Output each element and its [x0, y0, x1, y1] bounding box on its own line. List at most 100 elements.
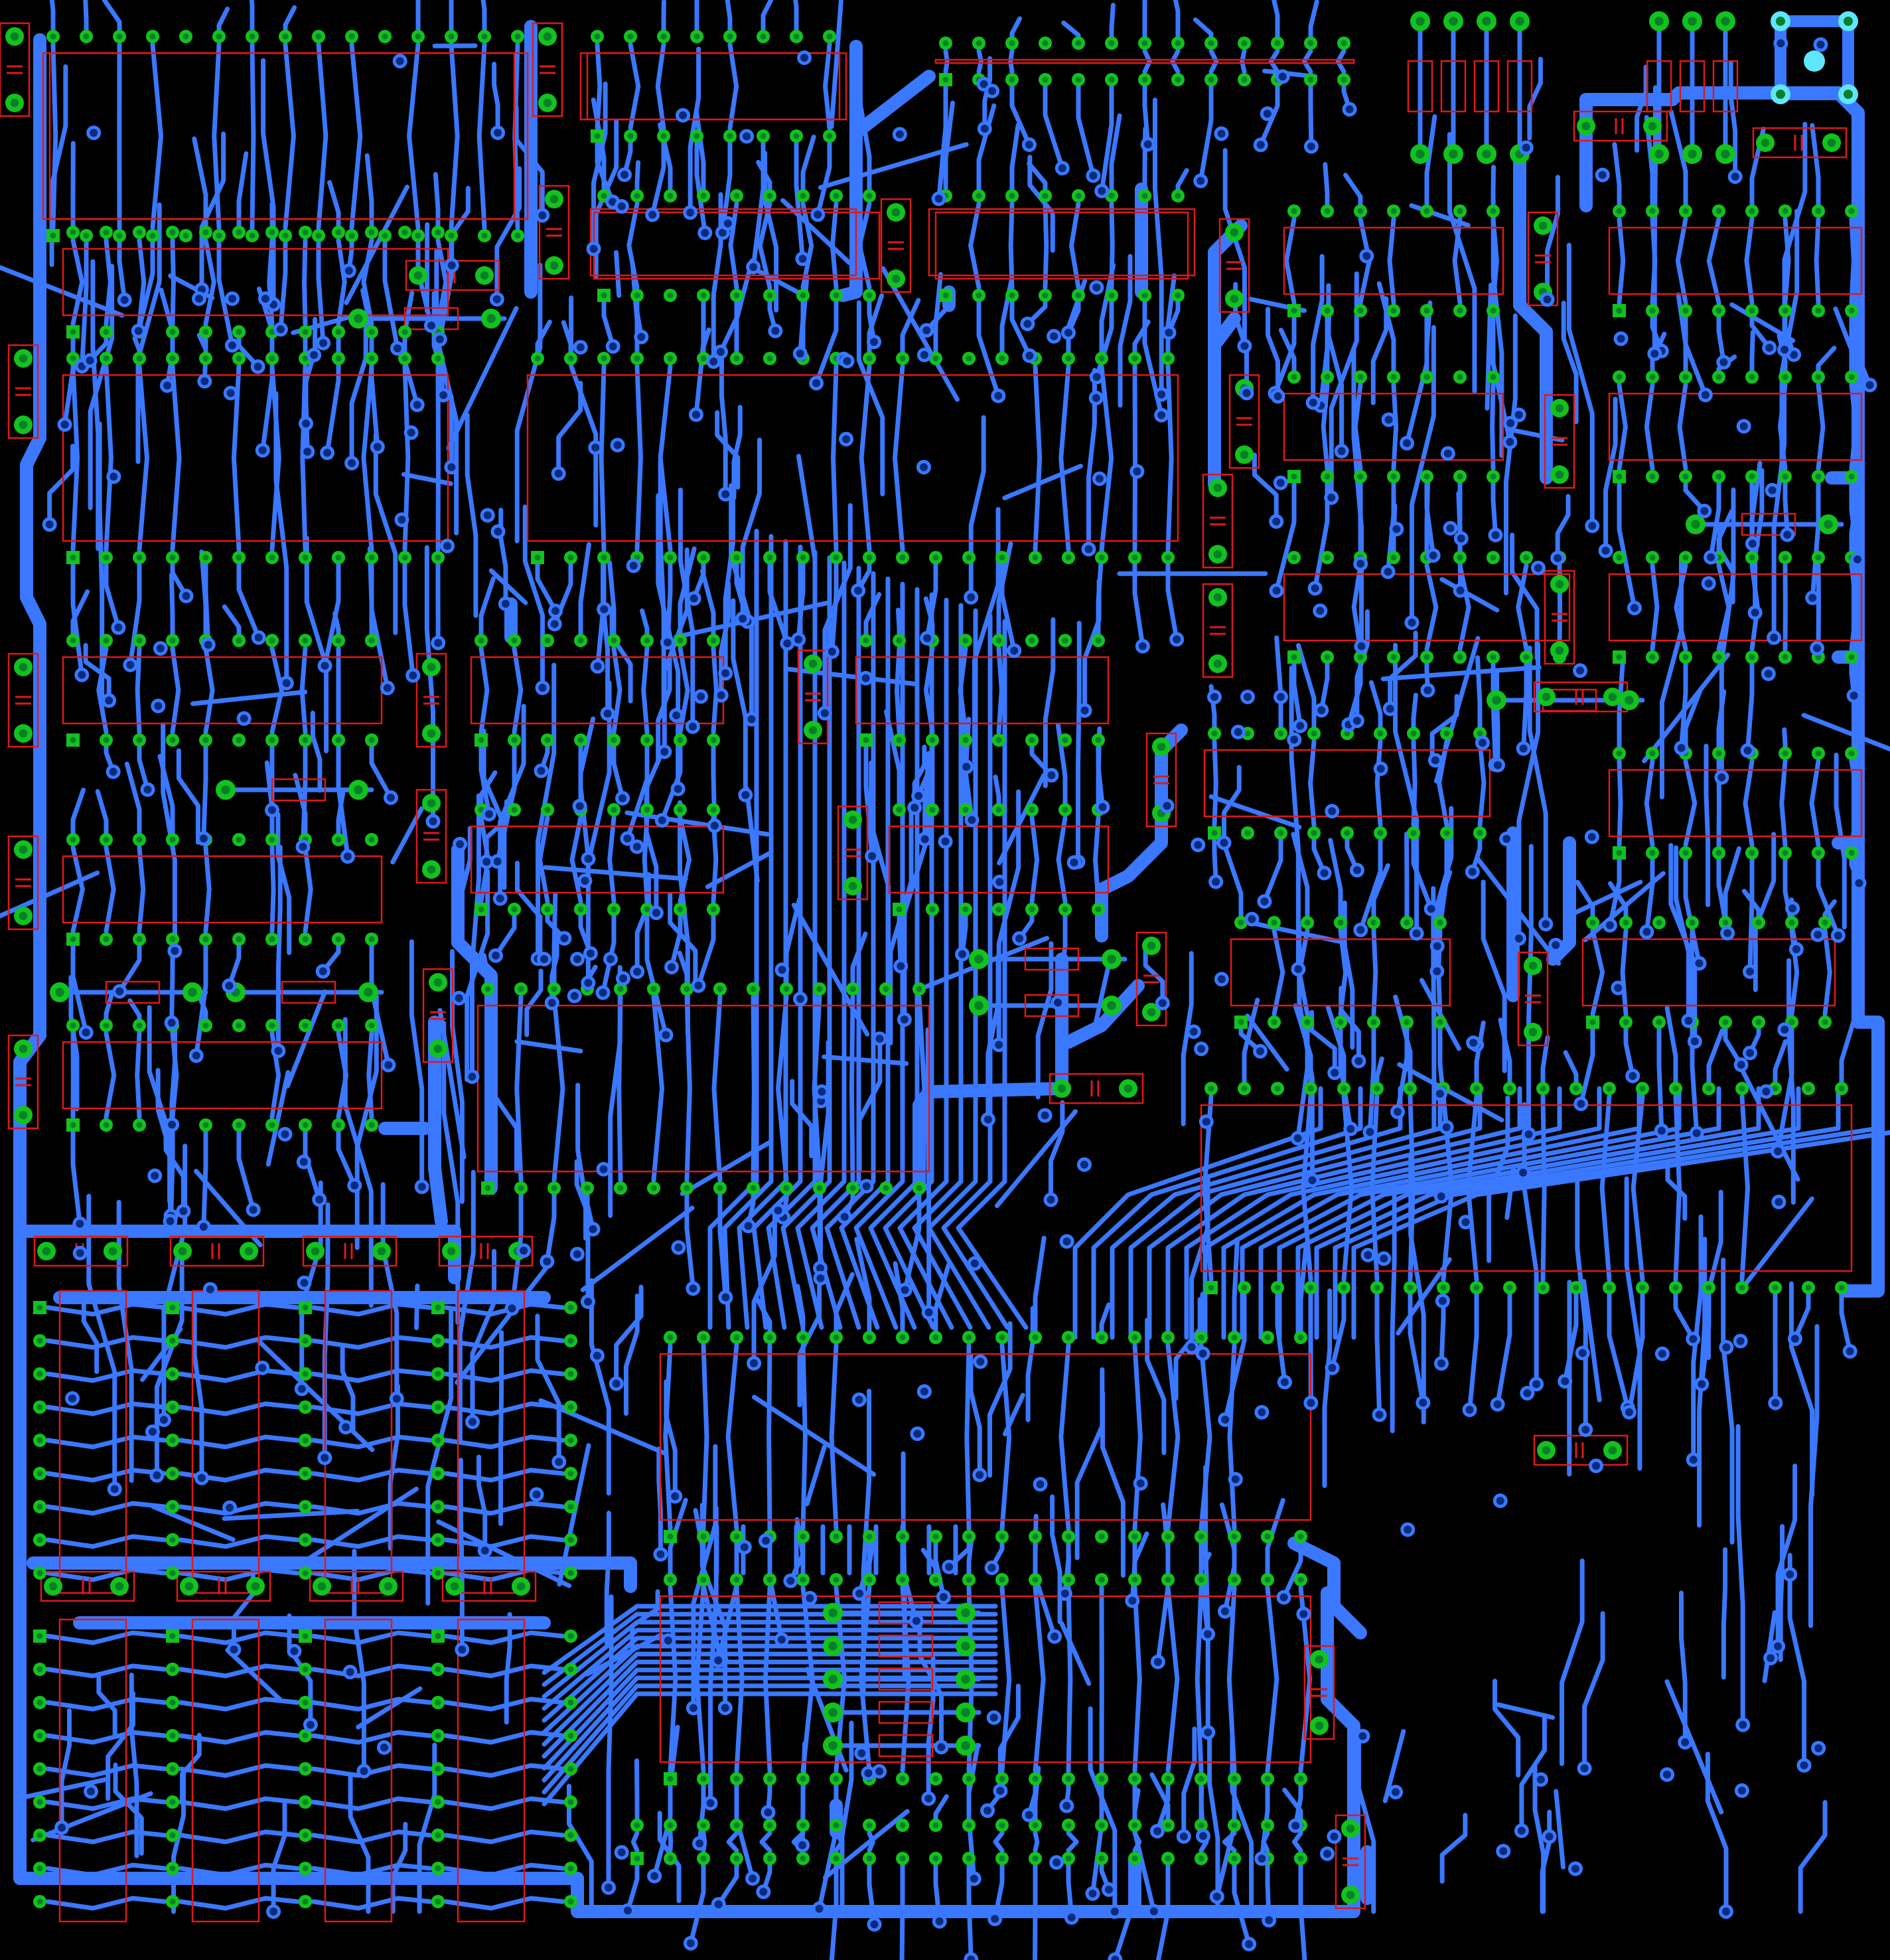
pad-hole	[1589, 919, 1596, 926]
pad-hole	[816, 1185, 823, 1191]
pad-hole	[1416, 17, 1425, 26]
signal-trace	[325, 329, 341, 455]
pad-hole	[693, 133, 700, 139]
signal-trace	[1778, 1524, 1785, 1663]
pads	[5, 11, 1858, 1908]
via-hole	[1739, 422, 1748, 431]
pad-hole	[551, 986, 557, 992]
via-hole	[815, 1904, 824, 1913]
via-hole	[254, 633, 263, 642]
signal-trace	[727, 42, 739, 131]
via-hole	[1542, 920, 1550, 929]
signal-trace	[1066, 1585, 1073, 1773]
pad-hole	[1075, 40, 1082, 46]
via-hole	[168, 1120, 177, 1129]
pad-hole	[103, 1122, 109, 1128]
signal-trace	[478, 737, 492, 817]
signal-trace	[575, 1083, 591, 1304]
via-hole	[919, 463, 928, 471]
signal-trace	[1132, 1343, 1143, 1531]
pad-hole	[891, 274, 901, 283]
signal-trace	[96, 1672, 117, 1738]
signal-trace	[1002, 463, 1083, 500]
pad-hole	[50, 33, 56, 40]
signal-trace	[1490, 308, 1512, 445]
via-hole	[1194, 840, 1202, 849]
pad-hole	[149, 33, 156, 40]
pad-hole	[544, 737, 551, 743]
pad-hole	[766, 1855, 773, 1862]
pad-hole	[793, 133, 800, 139]
via-hole	[1258, 1854, 1266, 1863]
pad-hole	[916, 986, 922, 992]
via-hole	[603, 710, 612, 718]
signal-trace	[1617, 759, 1623, 848]
signal-trace	[1716, 308, 1726, 365]
signal-trace	[459, 826, 472, 937]
signal-trace	[664, 1379, 678, 1499]
via-hole	[555, 1458, 563, 1466]
pad-hole	[1523, 654, 1530, 660]
via-hole	[1743, 746, 1752, 755]
pad-hole	[1407, 1085, 1414, 1092]
pad-hole	[1423, 473, 1430, 480]
signal-trace	[1387, 216, 1396, 305]
signal-trace	[68, 974, 80, 1112]
pad-hole	[368, 936, 375, 942]
pad-hole	[899, 1576, 906, 1583]
via-hole	[1234, 727, 1242, 736]
signal-trace	[1745, 654, 1755, 753]
via-hole	[1277, 693, 1285, 701]
signal-trace	[972, 506, 1001, 764]
via-hole	[1384, 415, 1393, 424]
resistor-footprint	[1024, 994, 1080, 1018]
via-hole	[1327, 493, 1336, 502]
signal-trace	[1393, 642, 1419, 936]
pad-hole	[866, 554, 873, 561]
signal-trace	[1283, 216, 1297, 305]
pad-hole	[1844, 17, 1853, 26]
pad-hole	[567, 554, 574, 561]
via-hole	[747, 715, 756, 723]
pad-hole	[1715, 307, 1722, 314]
signal-trace	[488, 568, 528, 605]
signal-trace	[443, 1663, 565, 1679]
via-hole	[299, 1158, 308, 1166]
via-hole	[1357, 642, 1366, 650]
pad-hole	[1370, 919, 1377, 926]
pad-hole	[1682, 654, 1689, 660]
pad-hole	[1264, 1775, 1271, 1782]
signal-trace	[1371, 928, 1378, 1017]
via-hole	[1317, 706, 1326, 715]
pad-hole	[83, 232, 90, 239]
signal-trace	[1578, 1019, 1595, 1106]
via-hole	[573, 955, 581, 963]
pad-hole	[202, 229, 209, 236]
via-hole	[1587, 832, 1596, 841]
via-hole	[798, 254, 807, 263]
bus-trace	[737, 539, 788, 1330]
pad-hole	[169, 355, 176, 362]
via-hole	[983, 1115, 992, 1124]
signal-trace	[1368, 680, 1383, 736]
pad-hole	[1065, 1855, 1072, 1862]
pad-hole	[1410, 830, 1417, 836]
via-hole	[1813, 644, 1822, 652]
power-trace	[13, 1225, 461, 1284]
via-hole	[817, 1096, 826, 1105]
via-hole	[373, 443, 382, 451]
pad-hole	[693, 33, 700, 40]
via-hole	[774, 1206, 782, 1215]
via-hole	[913, 1430, 922, 1438]
via-hole	[875, 1767, 884, 1775]
pad-hole	[660, 133, 667, 139]
signal-trace	[1132, 555, 1145, 649]
via-hole	[857, 1749, 866, 1758]
via-hole	[721, 1704, 729, 1712]
via-hole	[663, 638, 672, 646]
pad-hole	[302, 1337, 309, 1344]
pad-hole	[1639, 1085, 1646, 1092]
via-hole	[749, 1874, 757, 1883]
pad-hole	[1506, 1284, 1513, 1291]
via-hole	[716, 348, 725, 356]
